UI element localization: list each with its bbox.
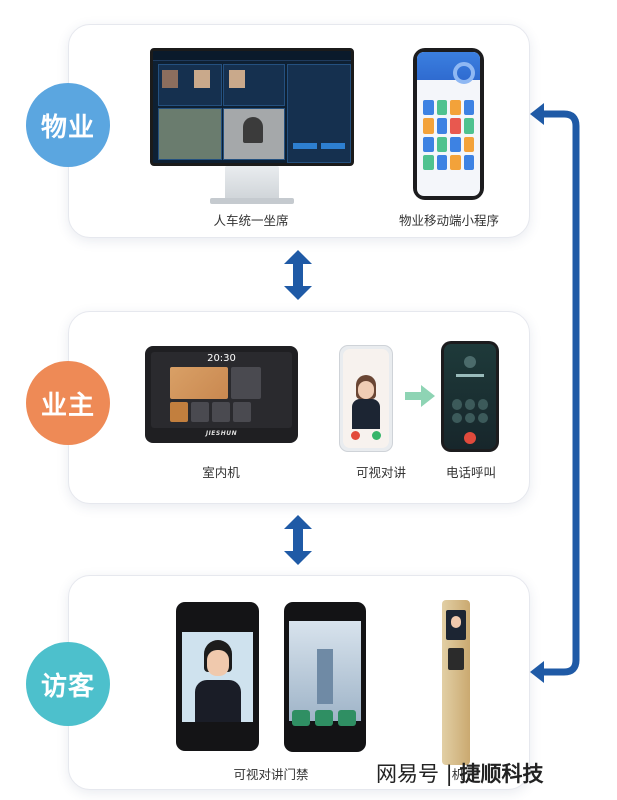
visitor-circle: 访客 [26,642,110,726]
indoor-unit-caption: 室内机 [202,465,240,480]
indoor-unit-image: 20:30 JIESHUN [145,346,298,443]
arrow-right-icon [405,385,435,407]
seat-caption: 人车统一坐席 [213,213,289,228]
property-mobile-phone [413,48,484,200]
phone-call-caption: 电话呼叫 [445,465,497,480]
phone-call-phone [441,341,499,452]
tablet-intercom-terminal [284,602,366,752]
kiosk-caption: 机 [451,767,465,782]
standing-kiosk [442,600,470,765]
property-circle: 物业 [26,83,110,167]
access-control-caption: 可视对讲门禁 [233,767,309,782]
watermark-name: 捷顺科技 [459,762,544,786]
indoor-unit-time: 20:30 [207,353,236,364]
video-intercom-caption: 可视对讲 [355,465,407,480]
owner-circle: 业主 [26,361,110,445]
seat-monitor-image [150,48,354,218]
watermark: 网易号 | 捷顺科技 [376,758,543,788]
indoor-unit-brand: JIESHUN [205,430,238,437]
visitor-to-property-connector [530,103,580,683]
double-arrow-icon [284,250,312,300]
video-intercom-phone [339,345,393,452]
face-access-terminal [176,602,259,751]
mobile-caption: 物业移动端小程序 [398,213,500,228]
watermark-prefix: 网易号 | [376,762,453,786]
double-arrow-icon [284,515,312,565]
